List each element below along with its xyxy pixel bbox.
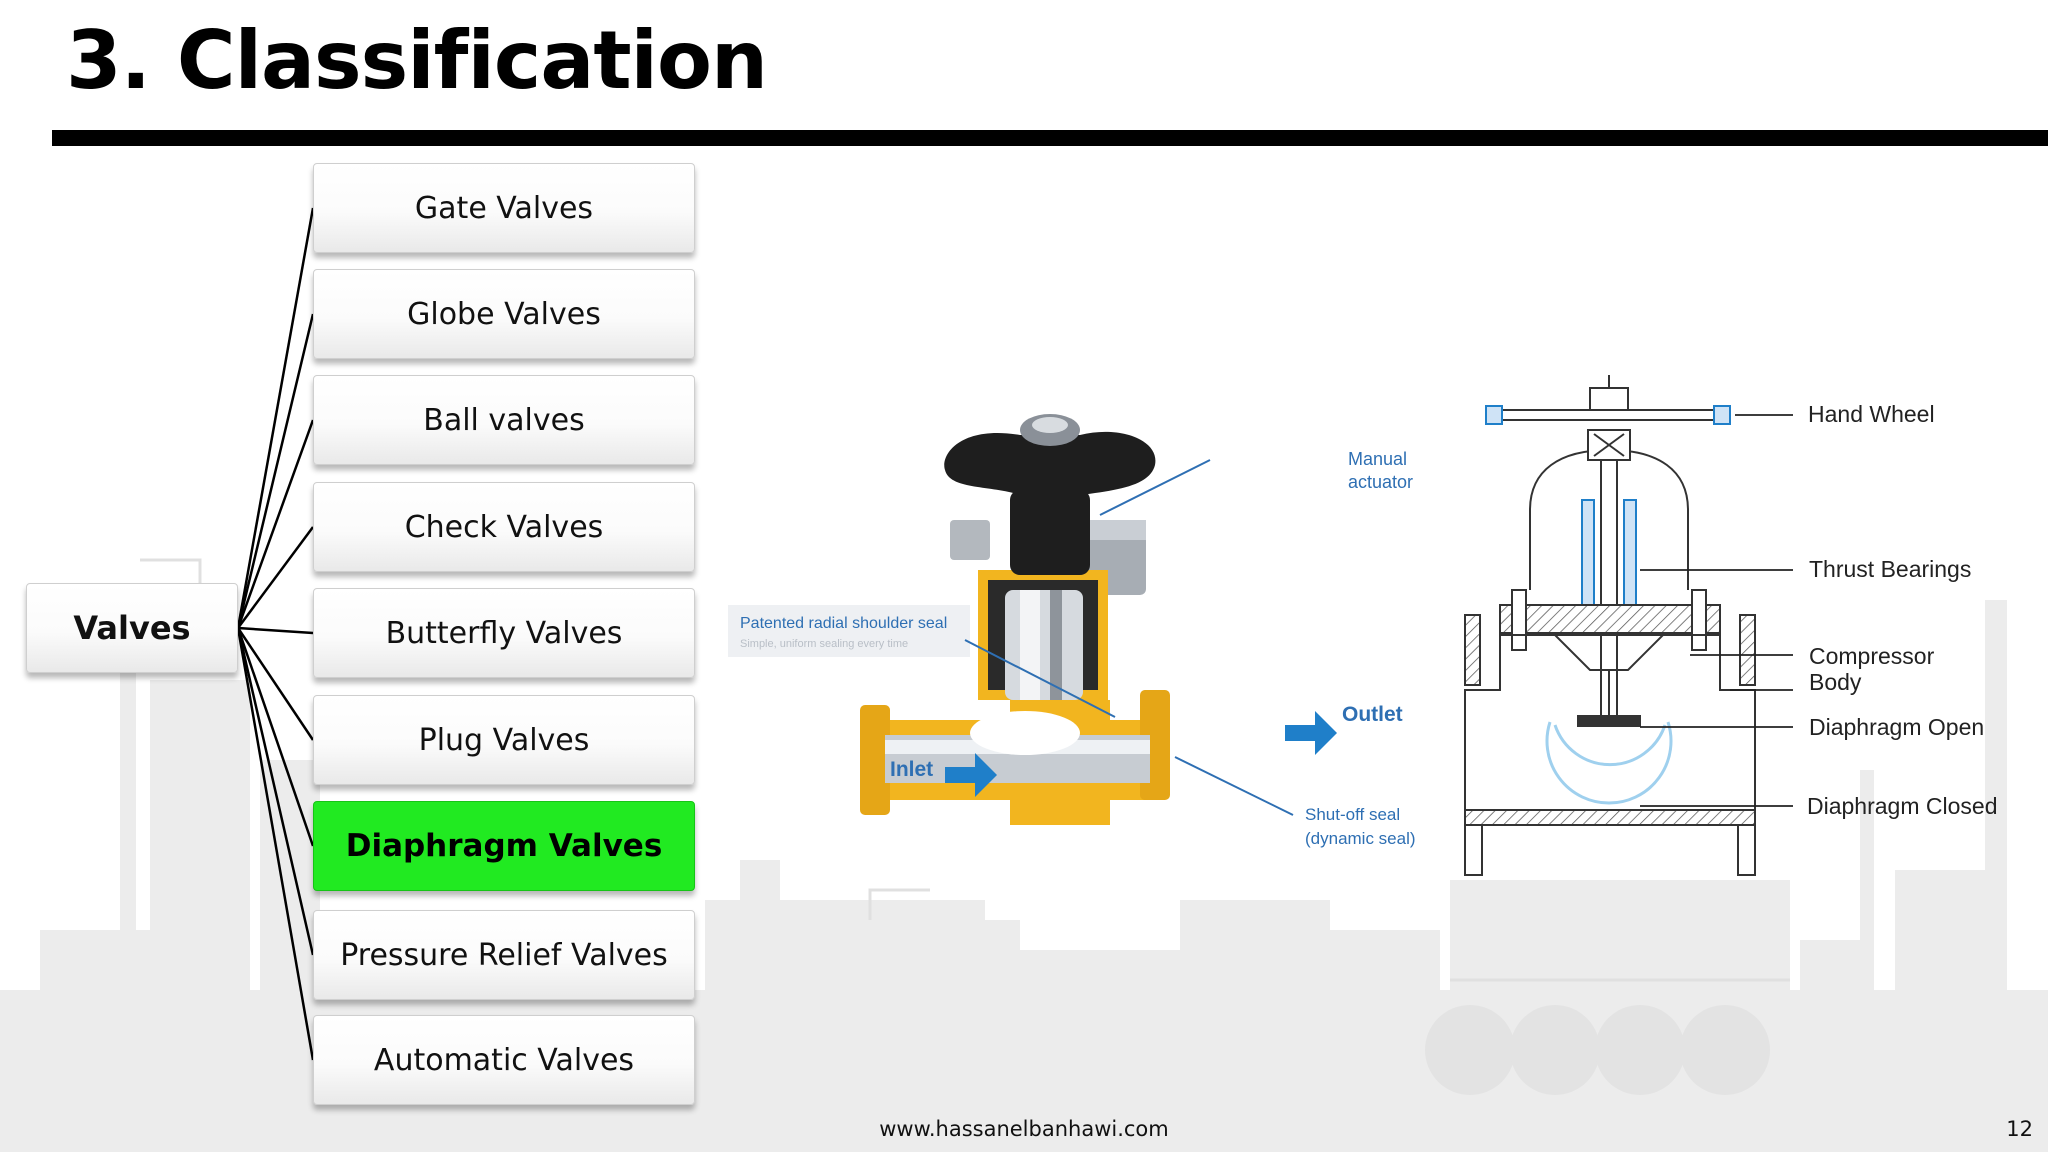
diaphragm-closed-outline xyxy=(1553,724,1667,767)
seal-label-box xyxy=(728,605,970,657)
tree-node-label: Plug Valves xyxy=(418,722,590,758)
label-seal-title: Patented radial shoulder seal xyxy=(740,615,947,632)
section-leader-lines xyxy=(1640,414,1793,807)
valve-handwheel xyxy=(944,414,1156,575)
tree-node-ball-valves: Ball valves xyxy=(313,375,695,465)
label-shutoff-seal: Shut-off seal xyxy=(1305,805,1400,824)
flow-arrows xyxy=(945,711,1337,797)
valve-body xyxy=(860,690,1170,825)
tree-node-label: Globe Valves xyxy=(407,296,601,332)
label-inlet: Inlet xyxy=(890,758,933,781)
tree-node-globe-valves: Globe Valves xyxy=(313,269,695,359)
diaphragm-valve-cutaway-illustration: Patented radial shoulder seal Simple, un… xyxy=(728,414,1416,848)
label-compressor: Compressor xyxy=(1809,643,1935,669)
label-manual: Manual xyxy=(1348,449,1407,469)
label-diaphragm-open: Diaphragm Open xyxy=(1809,714,1984,740)
tree-root-valves: Valves xyxy=(26,583,238,673)
tree-node-pressure-relief-valves: Pressure Relief Valves xyxy=(313,910,695,1000)
valve-bonnet xyxy=(950,520,1146,700)
tree-node-automatic-valves: Automatic Valves xyxy=(313,1015,695,1105)
tree-node-label: Gate Valves xyxy=(414,190,594,226)
tree-root-label: Valves xyxy=(73,609,191,647)
label-body: Body xyxy=(1809,669,1862,695)
label-thrust-bearings: Thrust Bearings xyxy=(1809,556,1971,582)
tree-node-butterfly-valves: Butterfly Valves xyxy=(313,588,695,678)
tree-node-label: Automatic Valves xyxy=(373,1042,635,1078)
label-seal-subtitle: Simple, uniform sealing every time xyxy=(740,638,908,650)
label-dynamic-seal: (dynamic seal) xyxy=(1305,829,1416,848)
tree-node-label: Pressure Relief Valves xyxy=(340,937,668,973)
tree-node-label: Ball valves xyxy=(423,402,585,438)
tree-node-diaphragm-valves: Diaphragm Valves xyxy=(313,801,695,891)
tree-node-plug-valves: Plug Valves xyxy=(313,695,695,785)
diaphragm-valve-section-drawing: Hand Wheel Thrust Bearings Compressor Bo… xyxy=(1464,375,1997,876)
label-actuator: actuator xyxy=(1348,472,1413,492)
slide-title: 3. Classification xyxy=(66,14,768,107)
label-hand-wheel: Hand Wheel xyxy=(1808,401,1935,427)
inlet-arrow-icon xyxy=(945,753,997,797)
leader-lines xyxy=(964,459,1294,816)
outlet-arrow-icon xyxy=(1285,711,1337,755)
footer-website-url: www.hassanelbanhawi.com xyxy=(879,1117,1169,1141)
page-number: 12 xyxy=(2006,1117,2033,1141)
tree-node-label: Diaphragm Valves xyxy=(345,828,663,864)
title-underline xyxy=(52,130,2048,146)
tree-node-check-valves: Check Valves xyxy=(313,482,695,572)
label-outlet: Outlet xyxy=(1342,703,1403,726)
tree-node-label: Butterfly Valves xyxy=(385,615,623,651)
tree-node-gate-valves: Gate Valves xyxy=(313,163,695,253)
tree-node-label: Check Valves xyxy=(404,509,604,545)
label-diaphragm-closed: Diaphragm Closed xyxy=(1807,793,1997,819)
